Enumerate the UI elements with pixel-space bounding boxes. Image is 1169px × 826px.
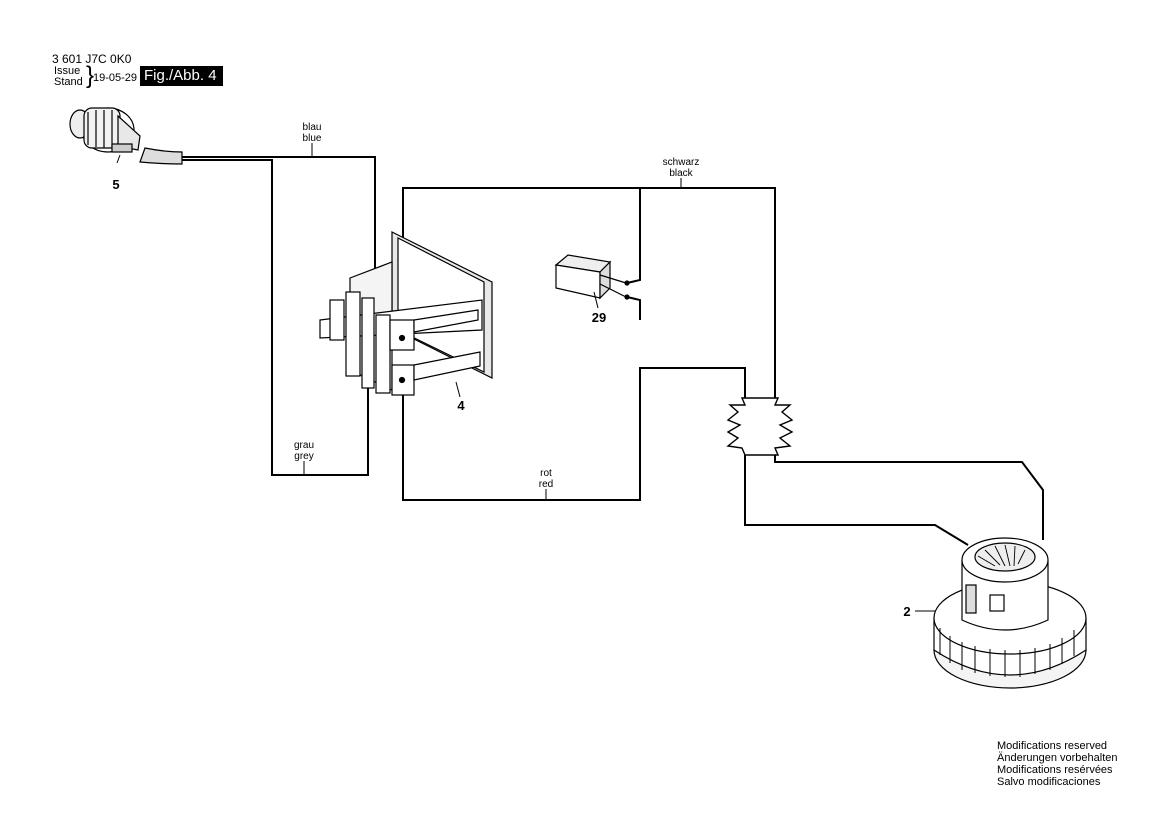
- wires: [180, 156, 1044, 546]
- wire-label-red-en: red: [539, 479, 553, 490]
- figure-label: Fig./Abb. 4: [140, 66, 223, 86]
- brace-symbol: }: [86, 62, 95, 89]
- footer-line-de: Änderungen vorbehalten: [997, 752, 1118, 764]
- footer-line-en: Modifications reserved: [997, 740, 1108, 752]
- issue-date: 19-05-29: [93, 72, 138, 84]
- wire-fuse-to-motor-b: [744, 455, 969, 546]
- wire-fuse-to-motor-a: [774, 455, 1044, 540]
- wire-label-blue-en: blue: [303, 133, 322, 144]
- wire-plug-to-grey: [180, 159, 369, 476]
- wire-capacitor-bottom: [626, 296, 641, 320]
- callout-capacitor: 29: [592, 310, 606, 325]
- plug-icon: [69, 107, 183, 165]
- wire-label-red-de: rot: [540, 468, 552, 479]
- stand-label: Stand: [54, 76, 83, 88]
- issue-stand-labels: Issue Stand: [54, 66, 83, 88]
- wire-red: [402, 367, 746, 501]
- motor-icon: [933, 537, 1087, 689]
- callout-switch: 4: [457, 398, 465, 413]
- callout-motor: 2: [903, 604, 910, 619]
- wire-capacitor-top: [626, 188, 641, 284]
- footer-line-fr: Modifications resérvées: [997, 764, 1113, 776]
- part-number: 3 601 J7C 0K0: [52, 52, 132, 66]
- footer-line-es: Salvo modificaciones: [997, 776, 1101, 788]
- wire-blue: [180, 156, 376, 322]
- switch-icon: [319, 231, 493, 396]
- modifications-notice: Modifications reserved Änderungen vorbeh…: [997, 740, 1117, 788]
- issue-label: Issue: [54, 65, 81, 77]
- wire-label-blue-de: blau: [303, 122, 322, 133]
- capacitor-icon: [554, 254, 630, 300]
- wire-label-black-en: black: [669, 168, 693, 179]
- wire-label-black-de: schwarz: [663, 157, 700, 168]
- wire-label-grey-de: grau: [294, 440, 314, 451]
- wire-label-grey-en: grey: [294, 451, 313, 462]
- callout-plug: 5: [112, 177, 119, 192]
- connector-icon: [726, 397, 794, 456]
